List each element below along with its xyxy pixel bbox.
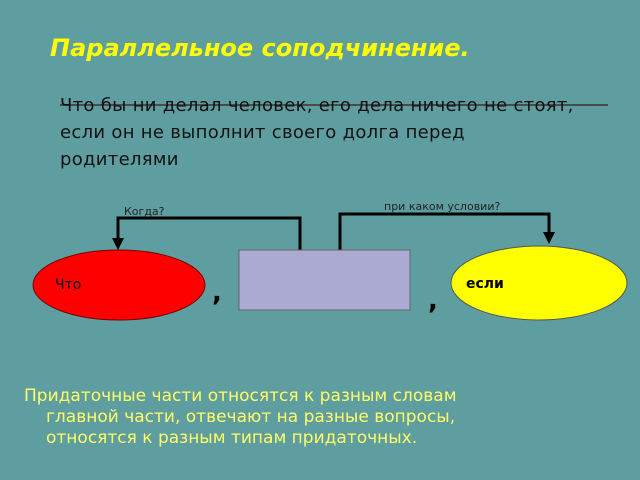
footer-line-3: относятся к разным типам придаточных. xyxy=(46,428,418,448)
footer-line-1: Придаточные части относятся к разным сло… xyxy=(24,386,457,406)
example-sentence: Что бы ни делал человек, его дела ничего… xyxy=(60,95,574,170)
right-question-label: при каком условии? xyxy=(384,200,501,213)
left-clause-ellipse xyxy=(32,249,206,321)
right-clause-ellipse xyxy=(450,245,628,321)
divider-line xyxy=(60,104,608,106)
left-arrowhead xyxy=(112,238,124,250)
right-arrowhead xyxy=(543,232,555,244)
left-connector xyxy=(116,216,302,252)
footer-text: Придаточные части относятся к разным сло… xyxy=(24,386,624,449)
main-clause-box xyxy=(238,249,411,311)
left-question-label: Когда? xyxy=(124,205,165,218)
right-connector xyxy=(338,212,551,250)
footer-line-2: главной части, отвечают на разные вопрос… xyxy=(46,407,456,427)
comma-left: , xyxy=(212,278,222,308)
slide-title: Параллельное соподчинение. xyxy=(50,34,470,62)
left-node-label: Что xyxy=(55,277,82,293)
comma-right: , xyxy=(428,286,438,316)
right-node-label: если xyxy=(466,276,504,292)
